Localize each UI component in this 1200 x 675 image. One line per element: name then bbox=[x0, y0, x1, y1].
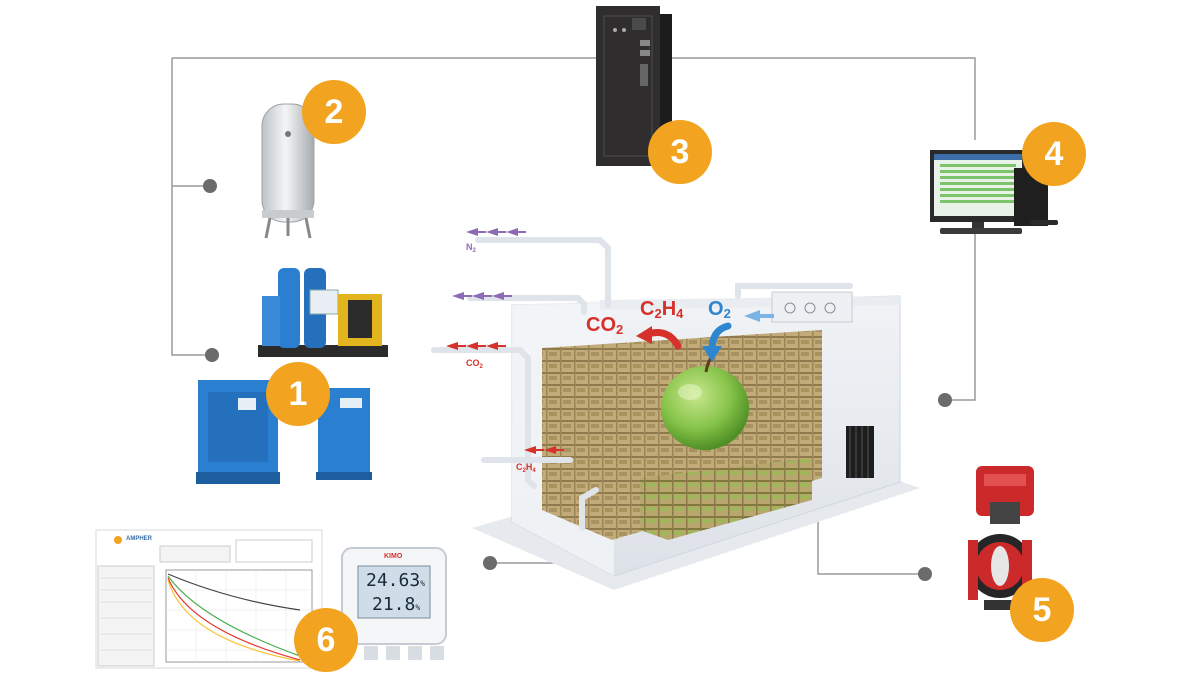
badge-1: 1 bbox=[266, 362, 330, 426]
badge-3-label: 3 bbox=[670, 132, 690, 171]
c2h4-side-sub1: 2 bbox=[522, 468, 526, 474]
connector-dots bbox=[203, 179, 952, 581]
gas-arrows bbox=[446, 228, 774, 454]
c2h4-side-h: H bbox=[525, 462, 533, 472]
o2-sub: 2 bbox=[723, 306, 731, 321]
n2-sub: 2 bbox=[472, 248, 476, 254]
c2h4-c: C bbox=[640, 298, 655, 320]
gas-tank-icon bbox=[261, 103, 315, 239]
computer-workstation-icon bbox=[930, 150, 1058, 234]
analyzer-brand: KIMO bbox=[384, 553, 403, 560]
crate-stack-front bbox=[640, 458, 812, 540]
badge-5: 5 bbox=[1010, 578, 1074, 642]
report-sheet bbox=[95, 529, 323, 669]
nitrogen-generator-icon bbox=[196, 268, 388, 484]
co2-label-side: CO2 bbox=[466, 358, 483, 370]
n2-text: N bbox=[466, 242, 473, 252]
c2h4-sub1: 2 bbox=[654, 306, 662, 321]
c2h4-sub2: 4 bbox=[676, 306, 684, 321]
analyzer-line-2-unit: % bbox=[415, 603, 421, 612]
badge-2: 2 bbox=[302, 80, 366, 144]
c2h4-label-top: C2H4 bbox=[640, 298, 683, 321]
connector-right bbox=[945, 230, 976, 401]
connector-left bbox=[171, 58, 212, 356]
co2-label-top: CO2 bbox=[586, 314, 623, 337]
o2-label: O2 bbox=[708, 298, 731, 321]
butterfly-valve-icon bbox=[968, 466, 1034, 610]
co2-top-sub: 2 bbox=[616, 322, 624, 337]
gas-analyzer-icon bbox=[341, 547, 447, 660]
badge-3: 3 bbox=[648, 120, 712, 184]
badge-5-label: 5 bbox=[1032, 590, 1052, 629]
badge-4: 4 bbox=[1022, 122, 1086, 186]
analyzer-line-1: 24.63% bbox=[366, 570, 425, 591]
c2h4-label-side: C2H4 bbox=[516, 462, 536, 474]
badge-6-label: 6 bbox=[316, 620, 336, 659]
connector-valve bbox=[817, 520, 925, 575]
badge-2-label: 2 bbox=[324, 92, 344, 131]
c2h4-h: H bbox=[661, 298, 677, 320]
connector-top bbox=[172, 57, 976, 140]
badge-4-label: 4 bbox=[1044, 134, 1064, 173]
co2-side-sub: 2 bbox=[479, 364, 483, 370]
report-logo-text: AMPHER bbox=[126, 536, 153, 542]
badge-6: 6 bbox=[294, 608, 358, 672]
analyzer-line-2: 21.8% bbox=[372, 594, 420, 615]
analyzer-line-1-unit: % bbox=[420, 579, 426, 588]
badge-1-label: 1 bbox=[288, 374, 308, 413]
n2-arrows bbox=[452, 228, 526, 300]
analyzer-line-1-value: 24.63 bbox=[366, 570, 421, 591]
cold-storage-room bbox=[431, 237, 920, 590]
room-door bbox=[846, 426, 874, 478]
c2h4-side-sub2: 4 bbox=[532, 468, 536, 474]
analyzer-line-2-value: 21.8 bbox=[372, 594, 416, 615]
co2-arrows bbox=[446, 342, 564, 454]
o2-text: O bbox=[708, 298, 724, 320]
n2-label: N2 bbox=[466, 242, 476, 254]
c2h4-side-c: C bbox=[516, 462, 523, 472]
co2-top-text: CO bbox=[586, 314, 616, 336]
apple-icon bbox=[661, 352, 749, 450]
co2-side-text: CO bbox=[466, 358, 480, 368]
